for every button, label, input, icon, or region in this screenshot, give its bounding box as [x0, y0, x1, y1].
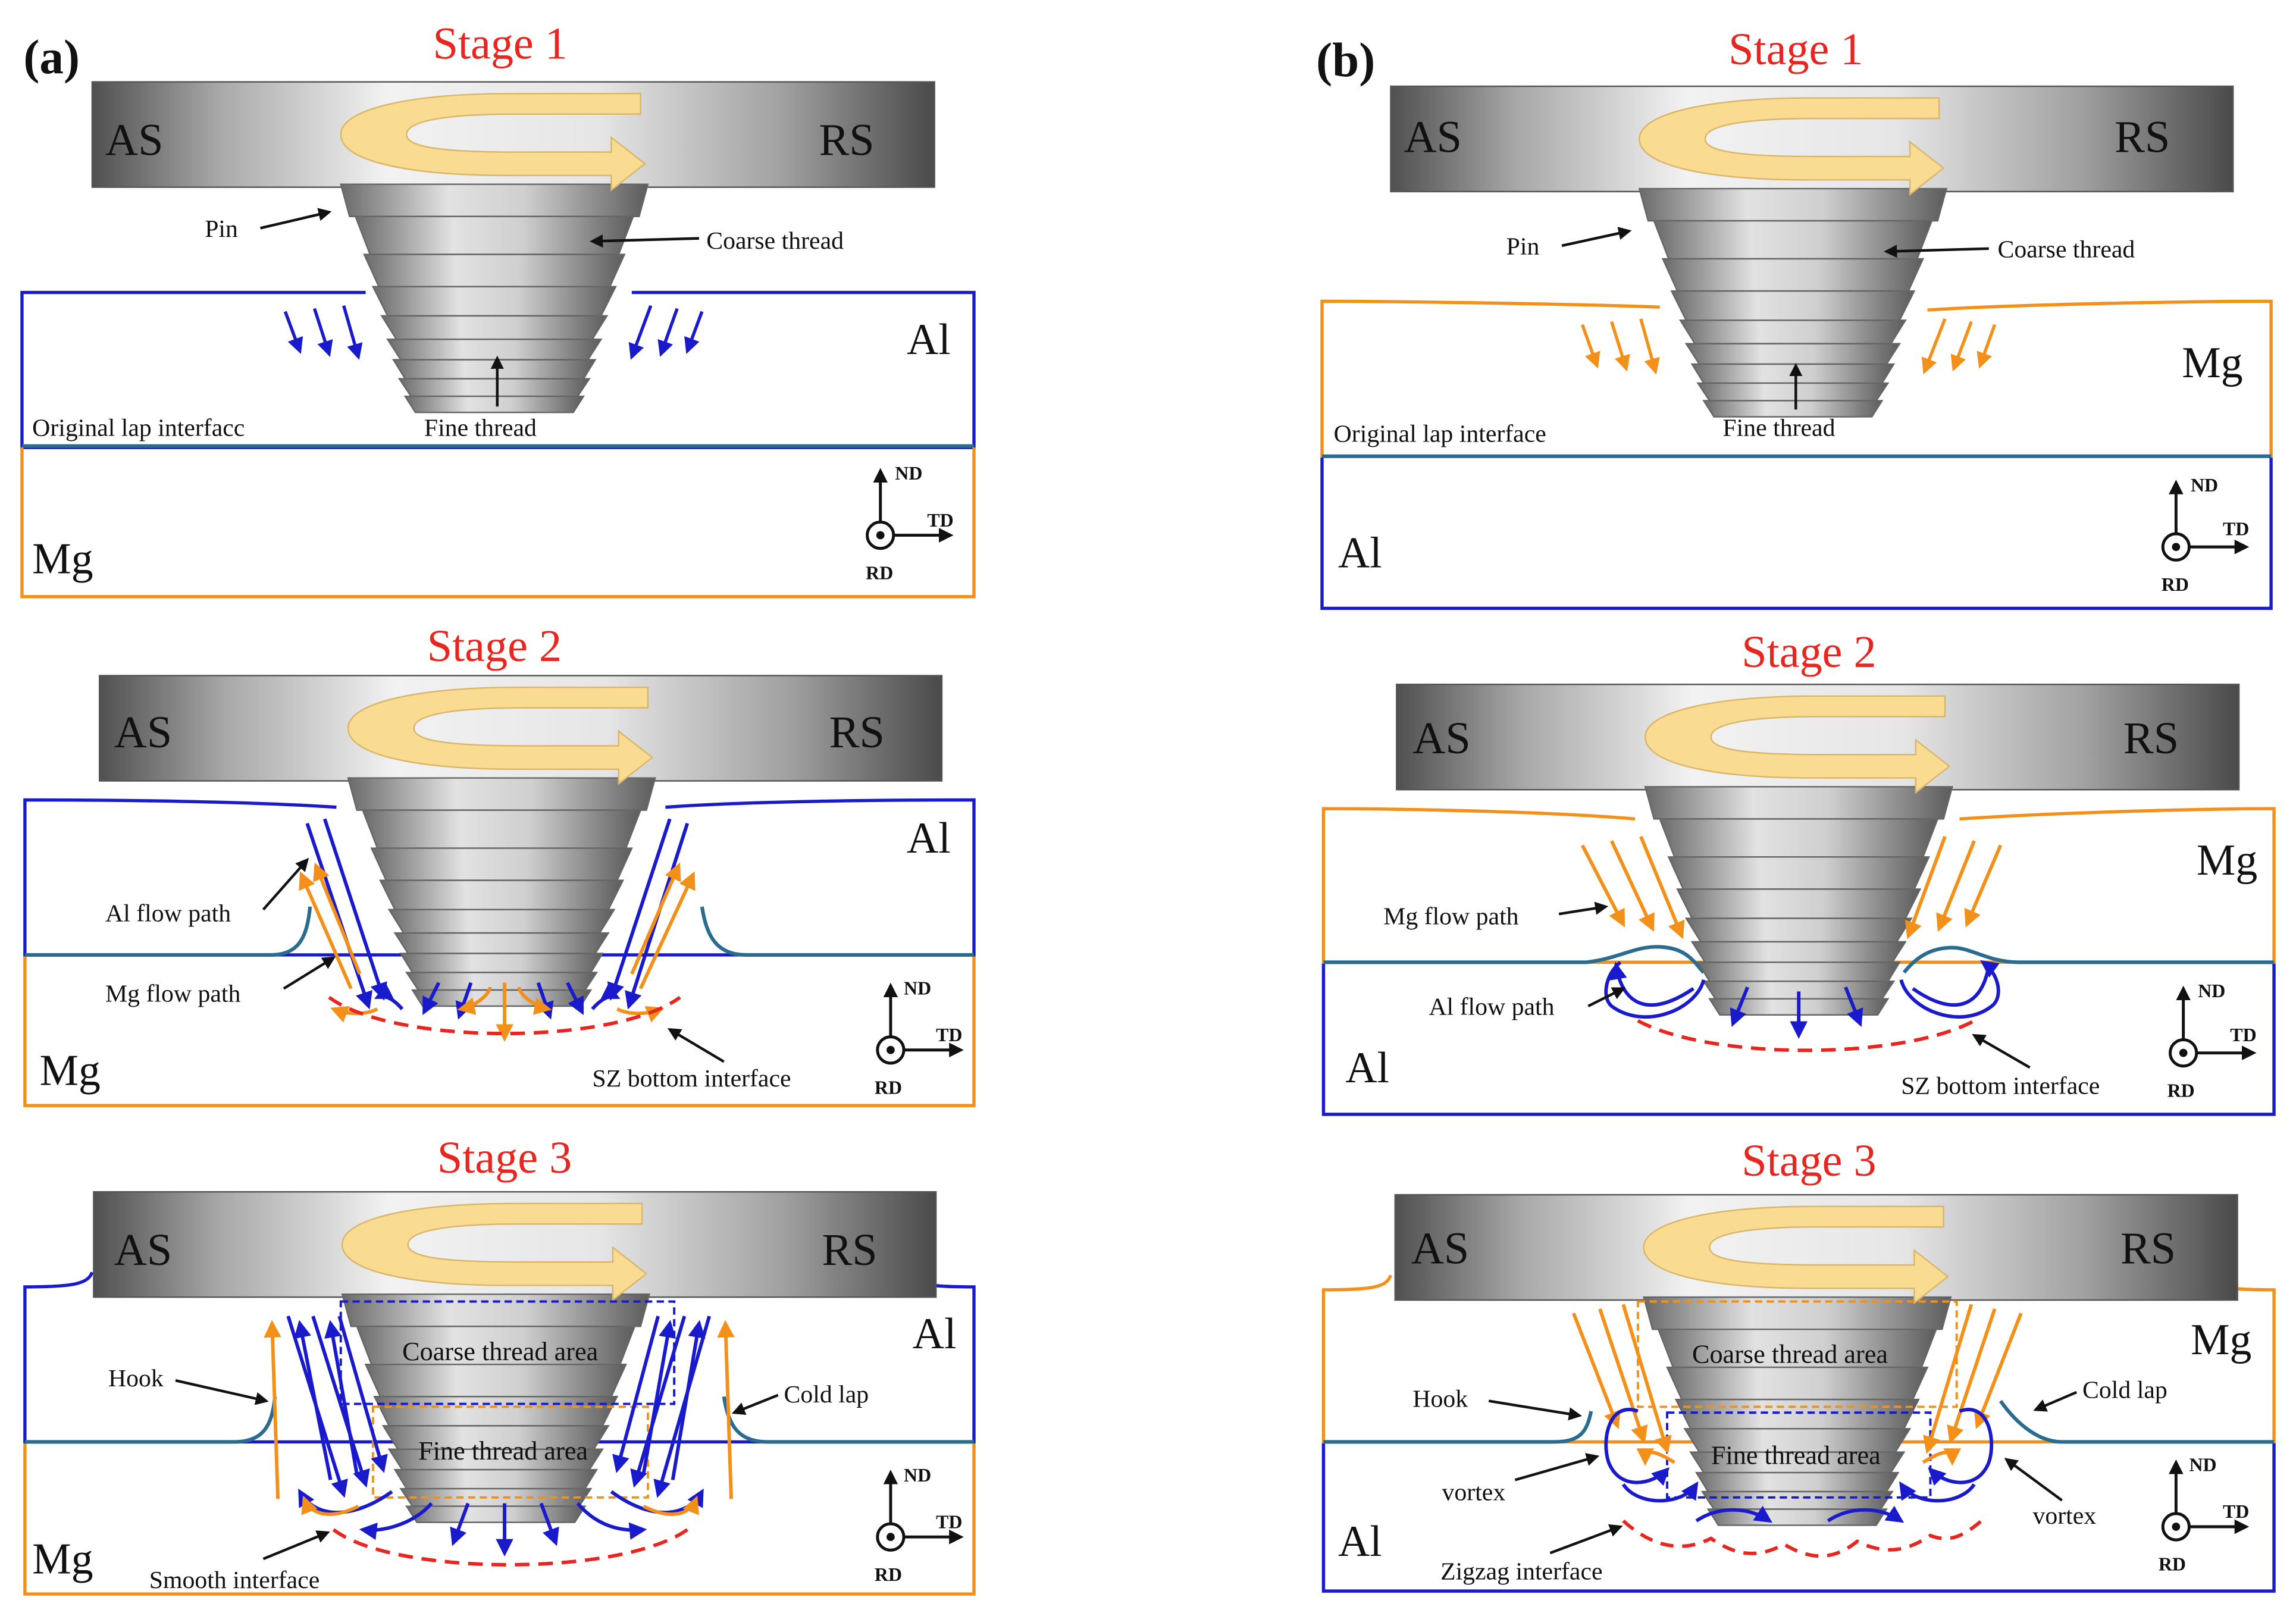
bottom-material-label: Mg — [32, 534, 93, 582]
label-al-flow-path: Al flow path — [1429, 994, 1554, 1021]
stage-title: Stage 2 — [1741, 627, 1876, 677]
label-mg-flow-path: Mg flow path — [1383, 903, 1518, 930]
lap-interface — [1323, 1399, 2275, 1444]
label-fine-thread-area: Fine thread area — [418, 1436, 588, 1465]
tool-left-label: AS — [114, 1225, 172, 1275]
axis-rd: RD — [875, 1077, 902, 1098]
axis-nd: ND — [904, 1465, 931, 1486]
top-material-label: Mg — [2182, 338, 2242, 387]
top-material-label: Mg — [2197, 835, 2257, 884]
label-sz-bottom-interface: SZ bottom interface — [1901, 1072, 2100, 1100]
axis-rd: RD — [866, 562, 893, 583]
label-coarse-thread-area: Coarse thread area — [1692, 1340, 1888, 1369]
tool-left-label: AS — [1411, 1224, 1469, 1274]
stage-title: Stage 2 — [427, 621, 562, 671]
axis-td: TD — [2223, 1501, 2249, 1522]
lap-interface — [24, 906, 975, 957]
label-vortex-left: vortex — [1442, 1479, 1506, 1506]
label-mg-flow-path: Mg flow path — [105, 981, 240, 1008]
bottom-sheet-outline — [23, 1443, 976, 1596]
bottom-sheet-outline — [1320, 458, 2273, 610]
stage-1-b: Stage 1 AS RS Mg Al Pin Coarse thread Fi… — [1320, 24, 2273, 610]
tool-right-label: RS — [2123, 713, 2179, 763]
stage-3-b: Stage 3 AS RS Mg Al — [1321, 1136, 2276, 1593]
bottom-sheet-outline — [23, 956, 976, 1107]
stage-title: Stage 3 — [437, 1133, 572, 1183]
stage-title: Stage 1 — [1728, 24, 1863, 74]
panel-letter: (b) — [1316, 33, 1375, 87]
stage-3-a: Stage 3 AS RS Al Mg — [23, 1133, 976, 1596]
zigzag-interface — [1622, 1519, 1983, 1558]
bottom-material-label: Al — [1338, 528, 1382, 577]
tool-left-label: AS — [1412, 713, 1470, 763]
axis-td: TD — [2230, 1025, 2256, 1045]
tool-left-label: AS — [114, 707, 172, 757]
bottom-sheet-outline — [20, 447, 976, 599]
label-sz-bottom-interface: SZ bottom interface — [593, 1065, 791, 1092]
label-cold-lap: Cold lap — [2082, 1377, 2167, 1404]
tool-right-label: RS — [2120, 1224, 2176, 1274]
stage-title: Stage 1 — [433, 18, 567, 68]
label-pin: Pin — [205, 215, 238, 243]
tool-right-label: RS — [822, 1225, 877, 1275]
axis-nd: ND — [904, 978, 931, 998]
bottom-material-label: Mg — [32, 1534, 93, 1583]
label-original-lap-interface: Original lap interfacc — [32, 414, 245, 441]
axis-nd: ND — [895, 463, 922, 484]
panel-b: (b) Stage 1 AS RS Mg Al Pin Coarse threa… — [1316, 24, 2276, 1593]
label-fine-thread: Fine thread — [1722, 414, 1835, 441]
axis-rd: RD — [2159, 1554, 2186, 1575]
bottom-sheet-outline — [1321, 963, 2276, 1116]
label-al-flow-path: Al flow path — [105, 900, 231, 927]
stage-2-a: Stage 2 AS RS Al Mg — [23, 621, 976, 1107]
sz-bottom-interface — [1637, 1019, 1975, 1053]
tool-right-label: RS — [819, 115, 874, 165]
label-hook: Hook — [108, 1365, 164, 1392]
label-hook: Hook — [1412, 1385, 1468, 1412]
tool-left-label: AS — [105, 115, 163, 165]
stage-1-a: Stage 1 AS RS Al Mg Pin Coarse thread — [20, 18, 976, 599]
label-fine-thread: Fine thread — [424, 414, 537, 441]
tool-right-label: RS — [829, 707, 885, 757]
axis-td: TD — [927, 510, 953, 531]
label-zigzag-interface: Zigzag interface — [1440, 1558, 1602, 1585]
panel-a: (a) Stage 1 AS RS Al Mg Pin Co — [20, 18, 976, 1596]
stage-2-b: Stage 2 AS RS Mg Al — [1321, 627, 2276, 1116]
bottom-material-label: Al — [1345, 1043, 1389, 1092]
axis-nd: ND — [2198, 981, 2225, 1001]
label-original-lap-interface: Original lap interface — [1334, 420, 1546, 447]
top-material-label: Al — [913, 1309, 957, 1358]
label-fine-thread-area: Fine thread area — [1711, 1440, 1881, 1470]
axis-rd: RD — [2162, 574, 2189, 595]
tool-right-label: RS — [2115, 112, 2170, 162]
axis-td: TD — [2223, 519, 2249, 540]
axis-td: TD — [936, 1025, 962, 1045]
panel-letter: (a) — [23, 30, 80, 84]
axis-rd: RD — [2167, 1080, 2195, 1101]
tool-left-label: AS — [1404, 112, 1462, 162]
axis-rd: RD — [875, 1564, 902, 1585]
bottom-sheet-outline — [1321, 1443, 2276, 1593]
lap-interface — [1323, 945, 2275, 974]
label-coarse-thread-area: Coarse thread area — [402, 1337, 598, 1366]
bottom-material-label: Mg — [39, 1046, 100, 1095]
stage-title: Stage 3 — [1741, 1136, 1876, 1186]
top-material-label: Al — [907, 315, 951, 364]
label-coarse-thread: Coarse thread — [706, 227, 844, 255]
top-material-label: Al — [907, 813, 951, 862]
label-cold-lap: Cold lap — [784, 1381, 869, 1408]
axis-td: TD — [936, 1511, 962, 1532]
axis-nd: ND — [2189, 1455, 2216, 1476]
label-pin: Pin — [1506, 233, 1540, 261]
label-smooth-interface: Smooth interface — [149, 1567, 320, 1594]
top-material-label: Mg — [2191, 1315, 2251, 1364]
sz-bottom-interface — [332, 1528, 688, 1567]
label-coarse-thread: Coarse thread — [1998, 236, 2135, 264]
bottom-material-label: Al — [1338, 1517, 1382, 1565]
axis-nd: ND — [2191, 475, 2218, 496]
label-vortex-right: vortex — [2032, 1502, 2096, 1530]
